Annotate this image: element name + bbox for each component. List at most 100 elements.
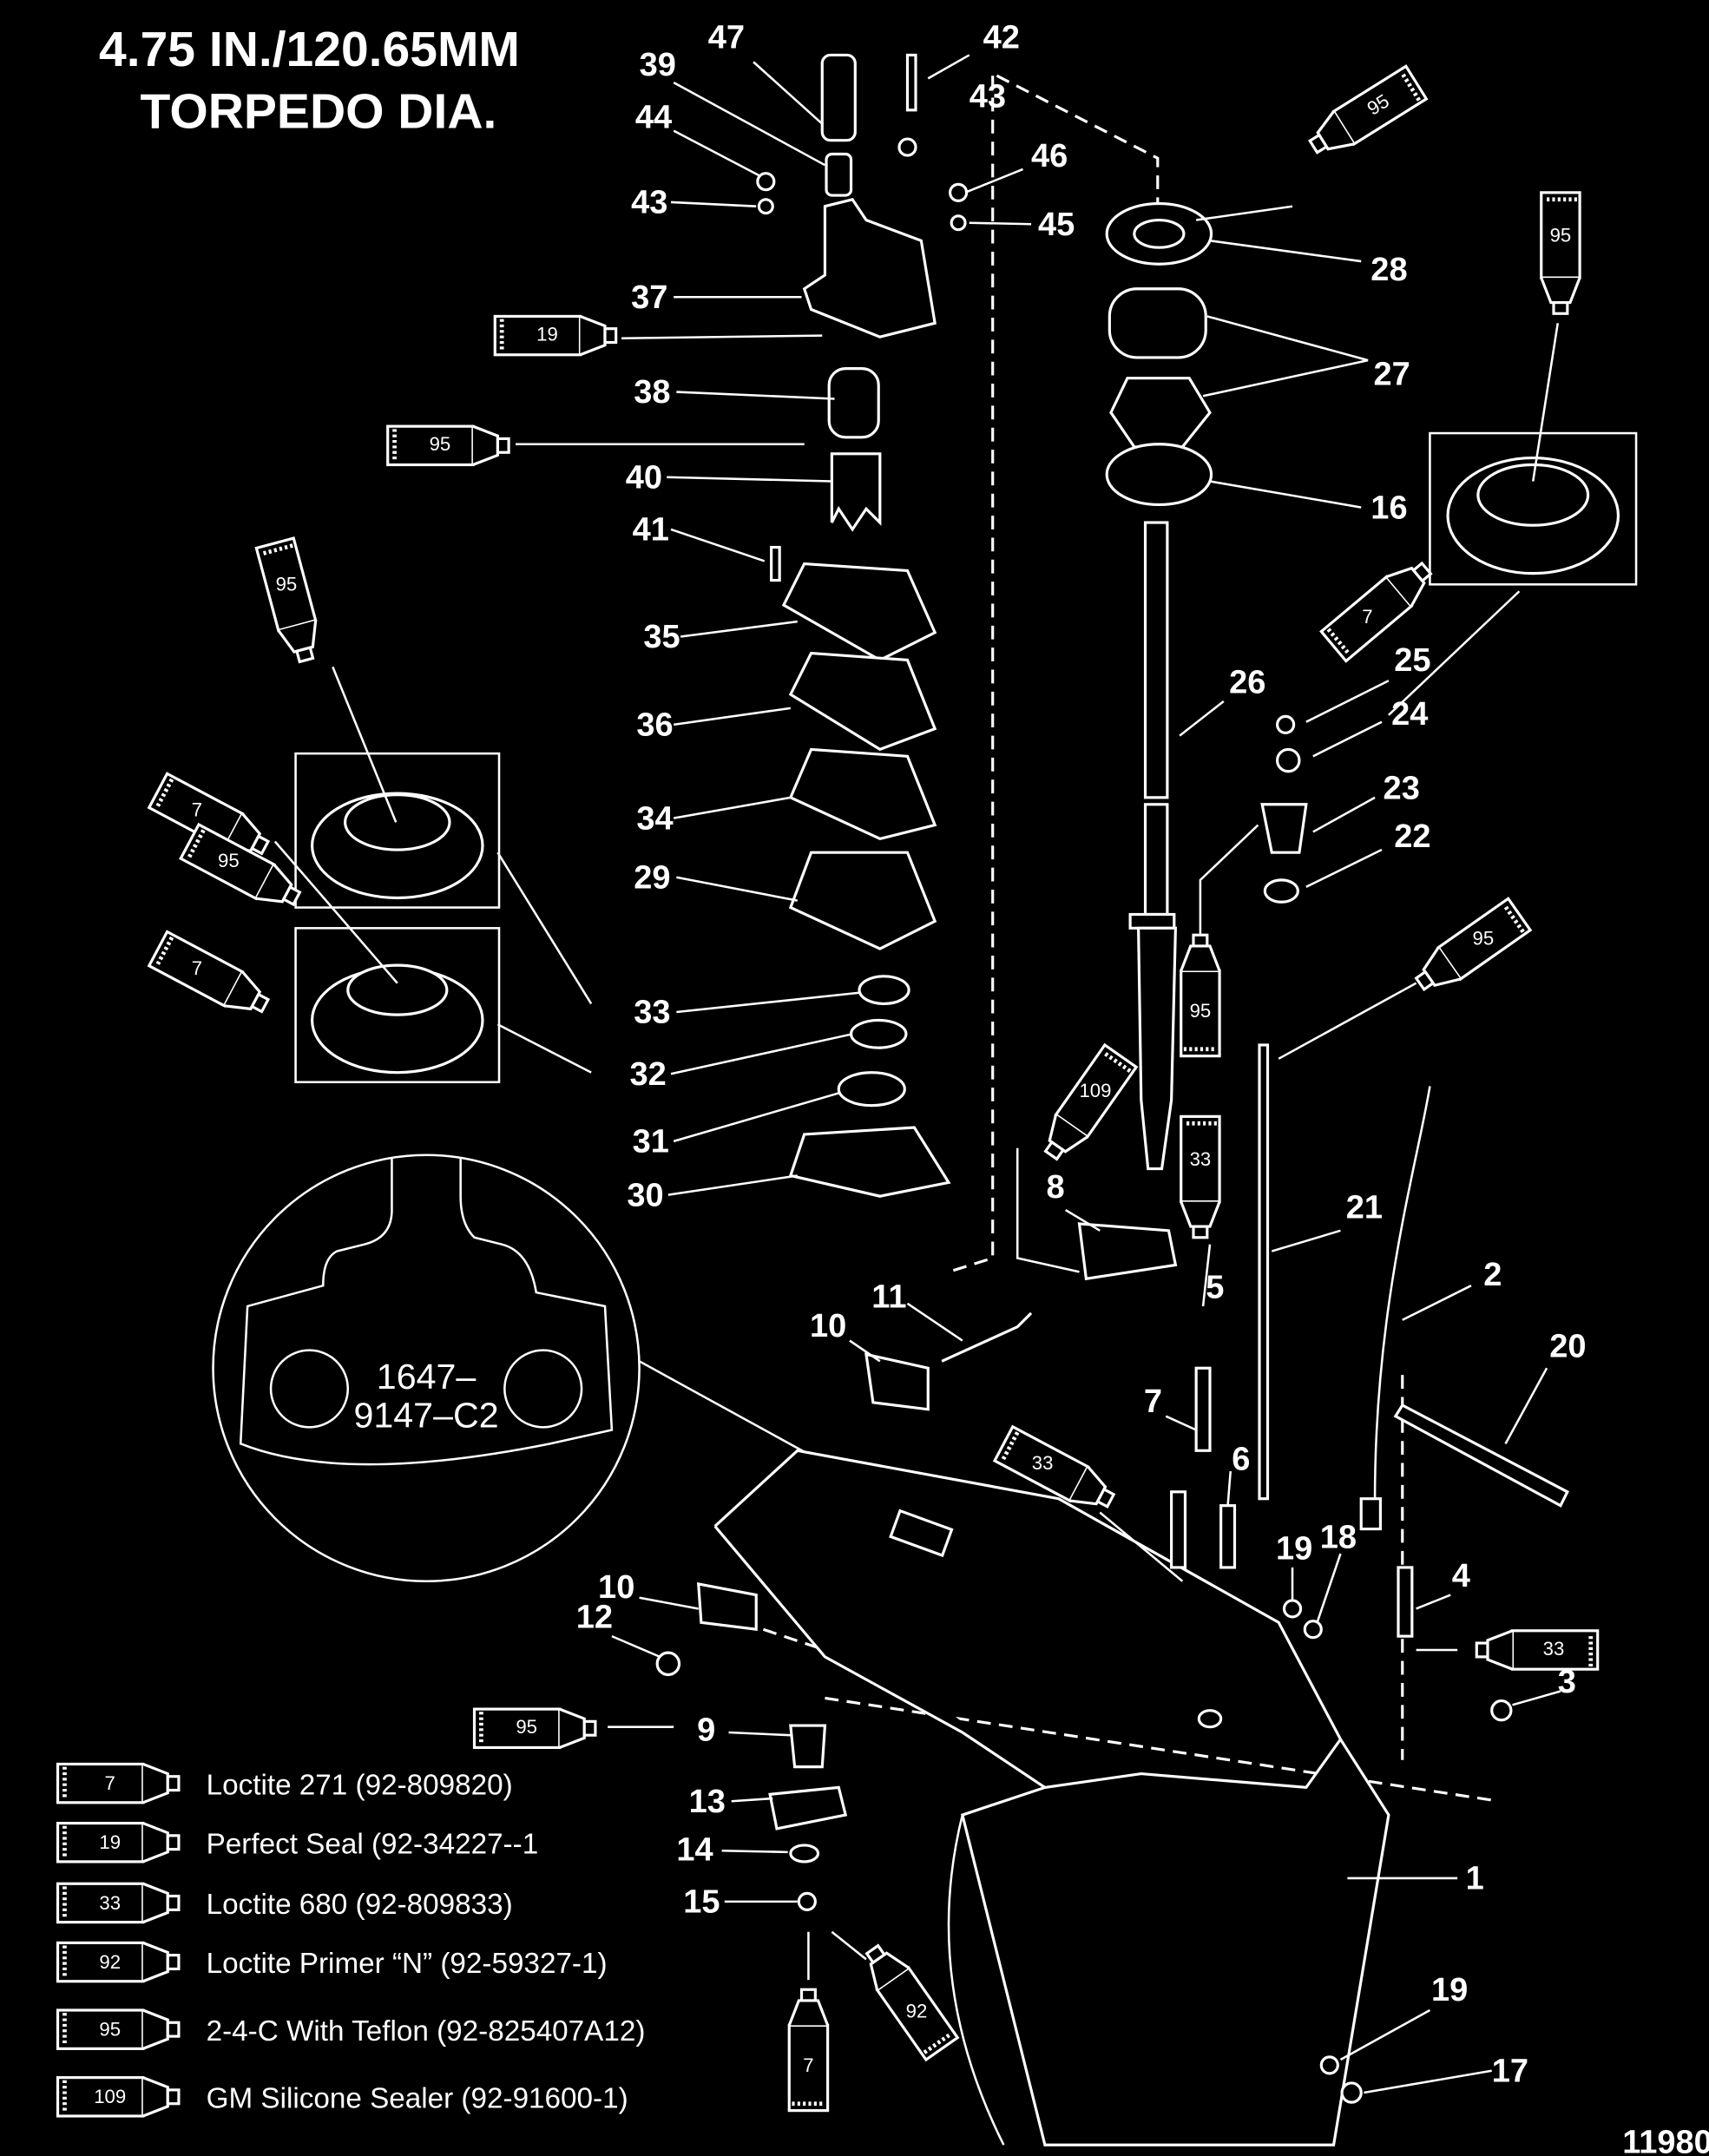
- callout-43: 43: [970, 79, 1006, 115]
- svg-text:Loctite 680 (92-809833): Loctite 680 (92-809833): [207, 1889, 513, 1921]
- leader-lines: [273, 54, 1561, 2094]
- callout-39: 39: [640, 47, 676, 83]
- tube-icon-33: 33: [995, 1427, 1120, 1518]
- callout-20: 20: [1549, 1329, 1586, 1365]
- svg-text:95: 95: [99, 2019, 121, 2041]
- callout-10b: 10: [598, 1569, 634, 1606]
- title-line-2: TORPEDO DIA.: [141, 83, 497, 139]
- svg-text:95: 95: [1550, 224, 1572, 246]
- figure-number: 11980: [1622, 2125, 1709, 2156]
- callout-30: 30: [627, 1177, 663, 1213]
- svg-text:Perfect Seal (92-34227--1: Perfect Seal (92-34227--1: [207, 1828, 539, 1860]
- svg-text:95: 95: [516, 1716, 537, 1738]
- tube-icon-7: 7: [1321, 554, 1438, 661]
- svg-text:33: 33: [1190, 1148, 1212, 1170]
- svg-text:7: 7: [105, 1772, 115, 1794]
- svg-text:95: 95: [276, 574, 298, 595]
- callout-37: 37: [631, 279, 667, 316]
- callout-11: 11: [871, 1279, 906, 1316]
- callout-22: 22: [1394, 818, 1430, 855]
- callout-41: 41: [633, 512, 669, 549]
- callout-34: 34: [636, 800, 673, 837]
- svg-text:7: 7: [192, 799, 202, 821]
- callout-16: 16: [1370, 490, 1407, 526]
- tube-icon-7: 7: [789, 1989, 827, 2110]
- callout-35: 35: [643, 619, 680, 655]
- callout-43b: 43: [631, 185, 667, 221]
- casting-number-line-1: 1647–: [377, 1357, 477, 1397]
- callout-38: 38: [634, 374, 670, 411]
- tube-icon-19: 19: [495, 316, 615, 354]
- svg-text:19: 19: [99, 1831, 121, 1853]
- callout-1: 1: [1466, 1861, 1484, 1897]
- callout-8: 8: [1046, 1169, 1064, 1206]
- driveshaft-parts: [1105, 201, 1569, 1531]
- svg-text:92: 92: [99, 1951, 121, 1973]
- svg-text:95: 95: [1473, 927, 1495, 949]
- callout-10: 10: [810, 1308, 846, 1344]
- legend-item: 95 2-4-C With Teflon (92-825407A12): [58, 2010, 646, 2048]
- tube-icon-92: 92: [857, 1938, 957, 2060]
- svg-text:33: 33: [1543, 1638, 1565, 1660]
- callout-40: 40: [626, 459, 662, 496]
- callout-25: 25: [1394, 642, 1430, 679]
- tube-icon-7: 7: [149, 932, 274, 1023]
- svg-text:92: 92: [906, 2001, 928, 2022]
- callout-27: 27: [1373, 357, 1410, 393]
- callout-24: 24: [1391, 696, 1428, 733]
- tube-icon-33: 33: [1476, 1631, 1597, 1669]
- tube-icon-33: 33: [1181, 1116, 1219, 1237]
- callout-18: 18: [1320, 1520, 1357, 1556]
- casting-number-line-2: 9147–C2: [353, 1395, 498, 1435]
- tube-icon-95: 95: [1541, 193, 1580, 313]
- callout-33: 33: [634, 995, 670, 1031]
- svg-text:33: 33: [99, 1892, 121, 1914]
- callout-17: 17: [1492, 2053, 1528, 2089]
- svg-text:Loctite 271 (92-809820): Loctite 271 (92-809820): [207, 1769, 513, 1801]
- seal-detail-boxes: [294, 431, 1638, 1084]
- callout-42: 42: [983, 20, 1020, 56]
- callout-44: 44: [635, 99, 672, 135]
- legend-item: 109 GM Silicone Sealer (92-91600-1): [58, 2078, 628, 2116]
- svg-text:2-4-C With Teflon (92-825407A: 2-4-C With Teflon (92-825407A12): [207, 2015, 646, 2048]
- svg-text:7: 7: [192, 957, 202, 979]
- tube-icon-109: 109: [1035, 1044, 1136, 1166]
- callout-5: 5: [1206, 1269, 1224, 1305]
- title-line-1: 4.75 IN./120.65MM: [99, 22, 520, 77]
- callout-19b: 19: [1431, 1972, 1468, 2008]
- svg-text:95: 95: [430, 433, 451, 455]
- svg-text:GM Silicone Sealer (92-91600-1: GM Silicone Sealer (92-91600-1): [207, 2082, 628, 2114]
- callout-29: 29: [634, 859, 670, 896]
- callout-21: 21: [1346, 1190, 1383, 1226]
- svg-text:7: 7: [803, 2054, 813, 2076]
- casting-number-detail: 1647– 9147–C2: [212, 1154, 991, 1583]
- svg-text:19: 19: [536, 323, 558, 345]
- callout-32: 32: [630, 1056, 667, 1093]
- tube-icon-95: 95: [475, 1709, 595, 1747]
- legend-item: 92 Loctite Primer “N” (92-59327-1): [58, 1942, 608, 1981]
- tube-icon-95: 95: [388, 426, 509, 464]
- callout-14: 14: [676, 1831, 713, 1868]
- callout-45: 45: [1038, 207, 1075, 243]
- svg-text:33: 33: [1032, 1452, 1054, 1474]
- callout-26: 26: [1229, 664, 1265, 700]
- tube-icon-7: 7: [149, 773, 274, 864]
- legend-item: 19 Perfect Seal (92-34227--1: [58, 1824, 539, 1862]
- svg-text:Loctite Primer “N” (92-59327-1: Loctite Primer “N” (92-59327-1): [207, 1948, 608, 1980]
- callout-4: 4: [1452, 1558, 1470, 1594]
- callout-7: 7: [1144, 1384, 1162, 1420]
- legend-item: 7 Loctite 271 (92-809820): [58, 1764, 513, 1802]
- callout-9: 9: [697, 1712, 715, 1749]
- svg-text:109: 109: [94, 2086, 126, 2107]
- callout-31: 31: [633, 1124, 669, 1160]
- tube-icon-95: 95: [256, 538, 325, 665]
- callout-36: 36: [636, 707, 673, 744]
- callout-15: 15: [683, 1884, 720, 1921]
- tube-icon-95: 95: [1304, 66, 1427, 162]
- callout-19: 19: [1276, 1530, 1312, 1567]
- callout-6: 6: [1232, 1441, 1250, 1477]
- callout-2: 2: [1483, 1257, 1502, 1293]
- part-callouts: 47 42 39 43 44 46 43 45 37 28 38 27 40 1…: [576, 20, 1587, 2090]
- tube-icon-95: 95: [1181, 935, 1219, 1055]
